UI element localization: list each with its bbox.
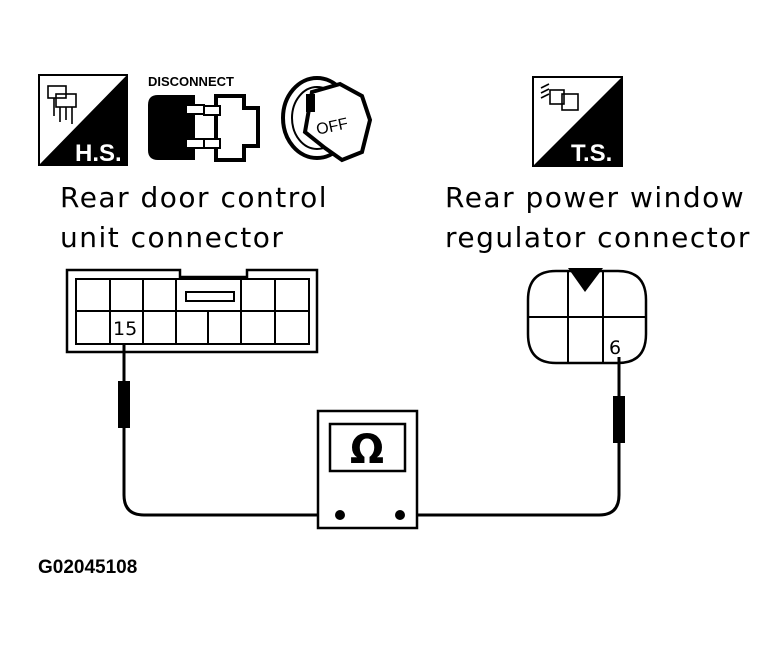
disconnect-label: DISCONNECT (148, 74, 234, 89)
left-connector-label-line2: unit connector (60, 221, 284, 254)
hs-badge-label: H.S. (75, 140, 122, 167)
right-connector-label-line1: Rear power window (445, 181, 745, 214)
right-connector-pin-label: 6 (609, 337, 621, 359)
ignition-key-off-icon: OFF (281, 76, 373, 163)
harness-side-badge: H.S. (38, 74, 128, 167)
left-probe (118, 381, 130, 428)
right-test-lead (400, 357, 621, 517)
left-test-lead (122, 344, 340, 517)
harness-connector-icon (47, 85, 77, 124)
disconnect-icon: DISCONNECT (148, 74, 260, 162)
right-probe (613, 396, 625, 443)
right-connector-label-line2: regulator connector (445, 221, 751, 254)
ts-badge-label: T.S. (571, 140, 612, 167)
rear-power-window-regulator-connector: 6 (526, 268, 648, 365)
test-leads (122, 344, 621, 517)
terminal-side-badge: T.S. (532, 76, 623, 167)
rear-door-control-unit-connector: 15 (65, 268, 319, 354)
meter-terminal-positive (395, 510, 405, 520)
left-connector-label-line1: Rear door control (60, 181, 328, 214)
ignition-off-label: OFF (315, 115, 350, 138)
left-connector-pin-label: 15 (113, 318, 137, 340)
terminal-connector-icon (540, 83, 579, 111)
ohm-symbol: Ω (350, 427, 384, 473)
ohmmeter: Ω (316, 409, 419, 530)
figure-code: G02045108 (38, 557, 137, 578)
meter-terminal-negative (335, 510, 345, 520)
